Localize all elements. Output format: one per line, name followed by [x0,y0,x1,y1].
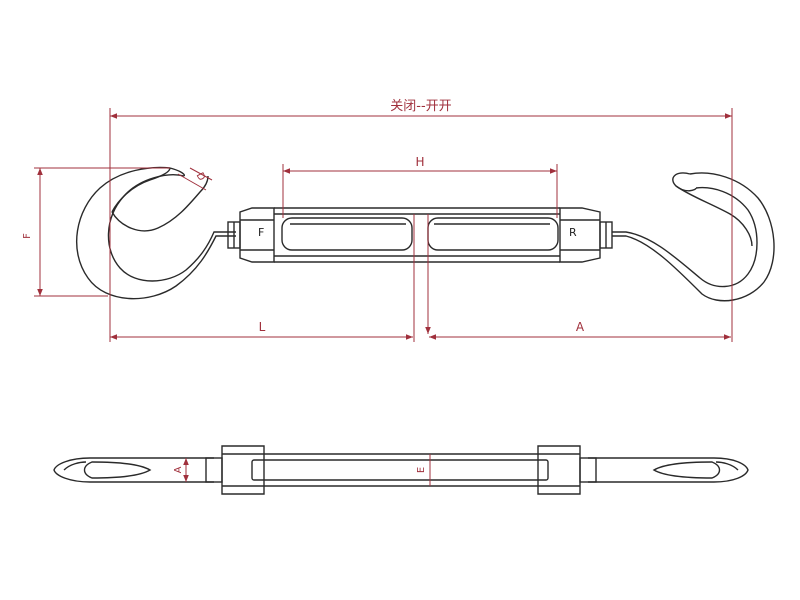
top-view: F R [76,166,775,302]
body-side [221,445,265,495]
left-hook-side [53,457,214,483]
left-nut-side [205,457,223,483]
right-thread-mark: R [569,226,577,239]
hook-opening-dim-line [177,173,207,191]
right-length-label: A [576,320,585,334]
side-dim-left-label: A [173,466,184,473]
hook-opening-label: D [194,171,207,183]
side-view [53,445,749,495]
right-hook-side [588,457,749,483]
left-length-label: L [259,320,266,334]
left-slot [281,217,413,251]
body-length-label: H [415,155,424,169]
overall-length-label: 关闭--开开 [390,99,451,114]
turnbuckle-body [239,207,601,263]
hook-height-label: F [22,233,33,239]
right-nut-side [579,457,597,483]
right-slot [427,217,559,251]
dimensions [34,108,733,342]
side-dimensions [183,454,431,486]
right-hook [612,172,775,302]
left-hook [76,166,236,300]
left-thread-mark: F [258,226,264,239]
side-dim-center-label: E [416,467,427,473]
dimension-labels: 关闭--开开 H D F L A [22,99,585,334]
